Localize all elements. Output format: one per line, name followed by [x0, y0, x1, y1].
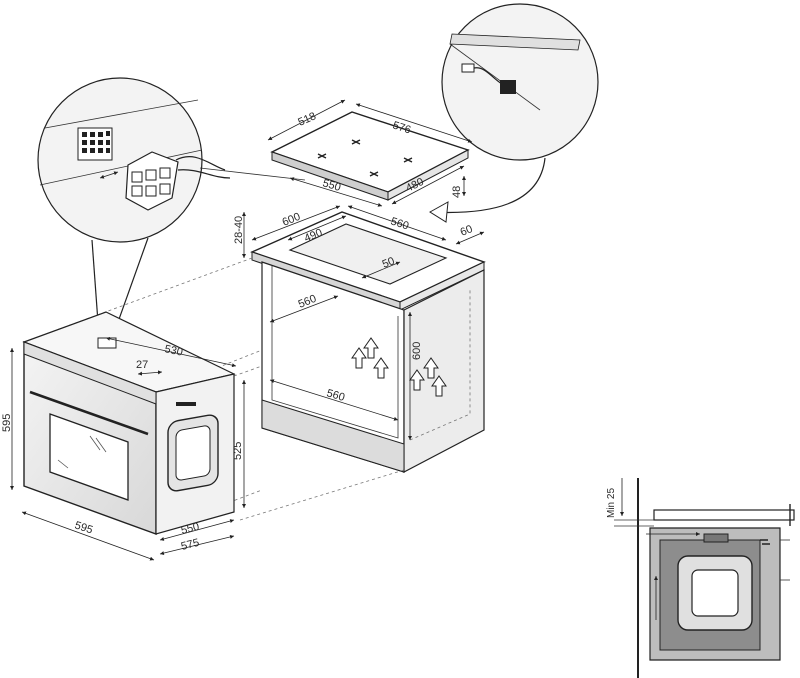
airflow-arrows-icon	[351, 337, 447, 397]
connector-callout	[37, 77, 306, 351]
dim-niche-height: 600	[411, 342, 423, 360]
dim-rear-gap: 60	[459, 223, 475, 239]
cable-plug-icon	[461, 63, 516, 94]
dimension-labels: 518 576 550 480 48 28-40 600 490 560 60 …	[1, 110, 617, 553]
dim-hob-depth: 518	[296, 110, 318, 128]
dim-cabinet-depth: 560	[389, 215, 410, 232]
plug-connector-icon	[99, 151, 231, 211]
dim-hob-cut-width: 550	[321, 177, 342, 194]
dim-oven-top-depth: 530	[163, 343, 183, 359]
dim-hob-width: 576	[391, 119, 412, 136]
cabinet	[242, 205, 486, 473]
section-view	[614, 478, 795, 678]
socket-grid-icon	[77, 127, 113, 161]
dim-oven-depth-a: 550	[180, 521, 201, 537]
dim-min-clearance: Min 25	[606, 488, 617, 518]
dim-oven-inner-height: 525	[232, 442, 244, 460]
oven	[10, 311, 246, 561]
dim-rear-clearance: 50	[381, 255, 397, 271]
dim-oven-depth-b: 575	[180, 537, 201, 553]
dim-niche-depth: 560	[325, 387, 346, 404]
dim-oven-height: 595	[1, 414, 13, 432]
dim-oven-panel: 27	[136, 359, 148, 371]
dim-hob-height: 48	[451, 186, 463, 198]
dim-cabinet-width: 600	[281, 211, 303, 229]
hob	[267, 99, 473, 207]
dim-counter-thickness: 28-40	[233, 216, 245, 244]
dim-oven-width: 595	[73, 519, 94, 536]
